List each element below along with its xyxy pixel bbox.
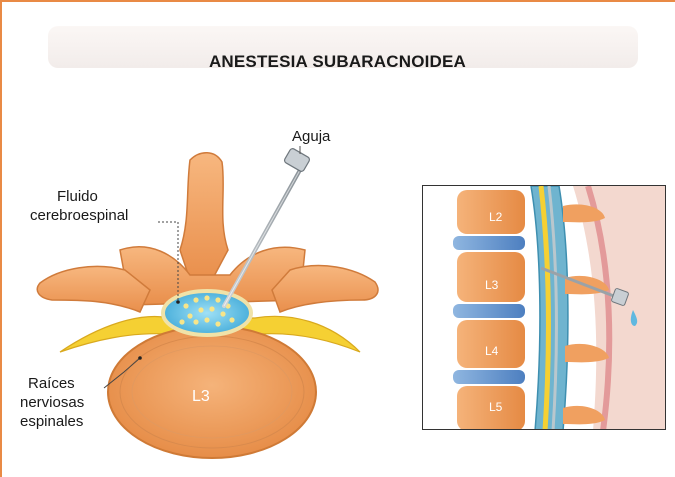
inset-label-l3: L3: [485, 278, 498, 292]
sagittal-inset: L2 L3 L4 L5: [422, 185, 666, 430]
spinous-process: [180, 153, 228, 280]
transverse-process-right: [272, 266, 378, 312]
csf-label-line1: Fluido: [57, 188, 98, 206]
inset-label-l2: L2: [489, 210, 502, 224]
csf-label-line2: cerebroespinal: [30, 207, 128, 225]
roots-label-line1: Raíces: [28, 375, 75, 393]
inset-label-l4: L4: [485, 344, 498, 358]
inset-label-l5: L5: [489, 400, 502, 414]
vertebral-body-label: L3: [192, 388, 210, 406]
roots-label-line3: espinales: [20, 413, 83, 431]
vertebra-l3: [457, 252, 525, 302]
sagittal-illustration: [423, 186, 666, 430]
needle-label: Aguja: [292, 128, 330, 146]
roots-label-line2: nerviosas: [20, 394, 84, 412]
